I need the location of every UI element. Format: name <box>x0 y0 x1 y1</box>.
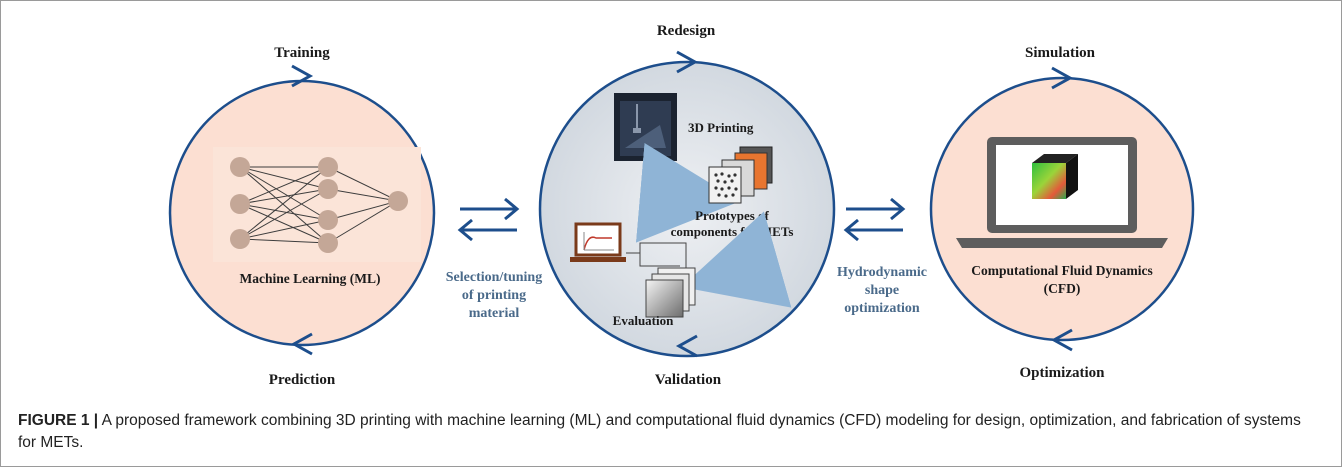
prototypes-label-line2: components for METs <box>671 224 794 239</box>
caption-label: FIGURE 1 | <box>18 412 99 429</box>
cfd-content-line1: Computational Fluid Dynamics <box>971 263 1153 278</box>
ml-cycle-bottom-arrow-icon <box>290 332 313 356</box>
prototypes-label-line1: Prototypes of <box>695 208 769 223</box>
cfd-cycle-top-label: Simulation <box>1025 45 1096 61</box>
framework-diagram: Training Prediction <box>168 23 1195 388</box>
ml-cycle: Training Prediction <box>168 45 436 388</box>
printing-cycle-top-arrow-icon <box>676 50 699 74</box>
right-link-line1: Hydrodynamic <box>837 265 927 280</box>
connector-line <box>626 242 687 278</box>
caption-text: A proposed framework combining 3D printi… <box>18 412 1301 451</box>
left-link-line2: of printing <box>462 288 526 303</box>
right-link-line3: optimization <box>844 301 920 316</box>
printing-cycle-top-label: Redesign <box>657 23 716 39</box>
figure-caption: FIGURE 1 | A proposed framework combinin… <box>18 410 1318 454</box>
right-link-left-arrow-icon <box>843 218 903 242</box>
cfd-cycle: Simulation Optimization Computational Fl… <box>929 45 1195 381</box>
flow-arrow-icon-2 <box>681 211 792 308</box>
printing-cycle-bottom-arrow-icon <box>675 334 698 358</box>
cfd-cycle-bottom-arrow-icon <box>1050 328 1073 352</box>
left-link-left-arrow-icon <box>457 218 517 242</box>
cfd-cycle-top-arrow-icon <box>1051 66 1074 90</box>
left-link: Selection/tuning of printing material <box>446 197 542 321</box>
printing-cycle-bottom-label: Validation <box>655 372 722 388</box>
ml-cycle-bottom-label: Prediction <box>269 372 336 388</box>
prototype-blocks-icon <box>708 146 773 204</box>
laptop-cfd-icon <box>956 137 1168 248</box>
left-link-line3: material <box>469 306 520 321</box>
evaluation-label: Evaluation <box>613 313 674 328</box>
left-link-right-arrow-icon <box>460 197 520 221</box>
neural-network-icon <box>213 147 421 262</box>
ml-content-label: Machine Learning (ML) <box>240 271 381 286</box>
printing-cycle: Redesign Validation 3D Printing <box>538 23 836 388</box>
laptop-graph-icon <box>570 222 626 262</box>
flow-arrow-icon-1 <box>635 143 740 243</box>
ml-cycle-top-label: Training <box>274 45 330 61</box>
right-link-right-arrow-icon <box>846 197 906 221</box>
evaluation-block-icon <box>645 267 696 318</box>
left-link-line1: Selection/tuning <box>446 270 542 285</box>
printing-cycle-circle <box>538 60 836 358</box>
ml-cycle-top-arrow-icon <box>291 64 314 88</box>
cfd-content-line2: (CFD) <box>1044 281 1081 296</box>
3d-printer-icon <box>614 93 677 161</box>
cfd-cycle-bottom-label: Optimization <box>1020 365 1106 381</box>
right-link: Hydrodynamic shape optimization <box>837 197 927 316</box>
right-link-line2: shape <box>865 283 899 298</box>
3d-printing-label: 3D Printing <box>688 120 754 135</box>
